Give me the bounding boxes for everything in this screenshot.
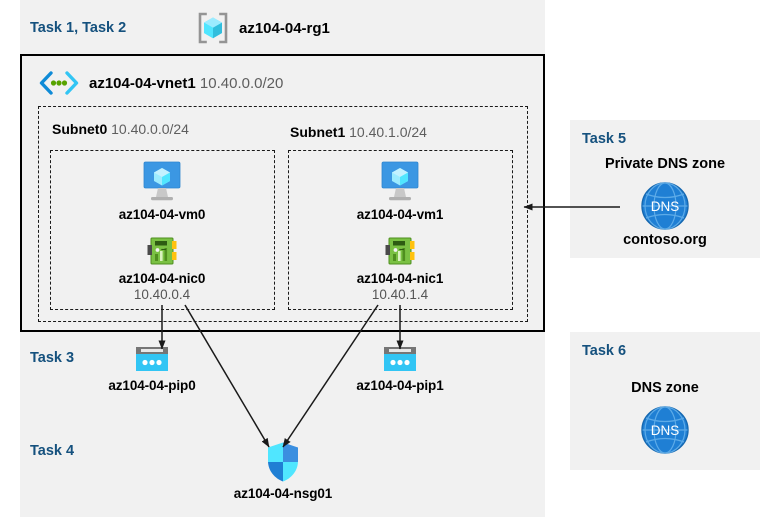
- vm1-node[interactable]: az104-04-vm1: [325, 160, 475, 222]
- virtual-machine-icon: [325, 160, 475, 204]
- nsg-node[interactable]: az104-04-nsg01: [208, 441, 358, 501]
- pip1-label: az104-04-pip1: [356, 378, 444, 393]
- task4-label: Task 4: [30, 443, 75, 459]
- task5-panel: Task 5 Private DNS zone DNS contoso.org: [570, 120, 760, 258]
- task5-zone-name: contoso.org: [623, 232, 707, 248]
- task3-label: Task 3: [30, 350, 75, 366]
- vnet-name: az104-04-vnet1: [89, 74, 196, 92]
- task5-title: Private DNS zone: [604, 156, 726, 172]
- vm1-label: az104-04-vm1: [356, 207, 444, 222]
- virtual-network-icon: [38, 70, 80, 96]
- network-interface-icon: [325, 236, 475, 268]
- dns-icon-text: DNS: [651, 423, 680, 438]
- resource-group-header: az104-04-rg1: [196, 11, 330, 45]
- task6-title: DNS zone: [631, 380, 699, 396]
- nic1-ip: 10.40.1.4: [371, 287, 429, 302]
- virtual-machine-icon: [87, 160, 237, 204]
- network-security-group-icon: [208, 441, 358, 483]
- virtual-network-box: [20, 54, 545, 332]
- dns-icon-text: DNS: [651, 199, 680, 214]
- dns-zone-icon: DNS: [570, 404, 760, 456]
- vm0-label: az104-04-vm0: [118, 207, 206, 222]
- subnet0-name: Subnet0: [52, 121, 108, 137]
- task5-label: Task 5: [582, 131, 627, 147]
- nic1-label: az104-04-nic1: [356, 271, 444, 286]
- public-ip-address-icon: [325, 345, 475, 375]
- pip0-label: az104-04-pip0: [108, 378, 196, 393]
- subnet1-name: Subnet1: [290, 124, 346, 140]
- task6-panel: Task 6 DNS zone DNS: [570, 332, 760, 470]
- subnet0-header: Subnet0 10.40.0.0/24: [52, 121, 189, 137]
- network-interface-icon: [87, 236, 237, 268]
- pip1-node[interactable]: az104-04-pip1: [325, 345, 475, 393]
- dns-zone-icon: DNS: [570, 180, 760, 232]
- vnet-cidr: 10.40.0.0/20: [199, 74, 284, 92]
- public-ip-address-icon: [77, 345, 227, 375]
- resource-group-tasks-label: Task 1, Task 2: [30, 20, 127, 36]
- subnet0-cidr: 10.40.0.0/24: [111, 121, 189, 137]
- subnet1-cidr: 10.40.1.0/24: [349, 124, 427, 140]
- vm0-node[interactable]: az104-04-vm0: [87, 160, 237, 222]
- subnet1-header: Subnet1 10.40.1.0/24: [290, 124, 427, 140]
- nic1-node[interactable]: az104-04-nic1 10.40.1.4: [325, 236, 475, 302]
- resource-group-icon: [196, 11, 230, 45]
- vnet-label: az104-04-vnet1 10.40.0.0/20: [89, 75, 283, 92]
- nic0-node[interactable]: az104-04-nic0 10.40.0.4: [87, 236, 237, 302]
- vnet-header: az104-04-vnet1 10.40.0.0/20: [38, 70, 283, 96]
- nsg-label: az104-04-nsg01: [233, 486, 333, 501]
- resource-group-name: az104-04-rg1: [239, 19, 330, 37]
- nic0-ip: 10.40.0.4: [133, 287, 191, 302]
- pip0-node[interactable]: az104-04-pip0: [77, 345, 227, 393]
- nic0-label: az104-04-nic0: [118, 271, 206, 286]
- task6-label: Task 6: [582, 343, 627, 359]
